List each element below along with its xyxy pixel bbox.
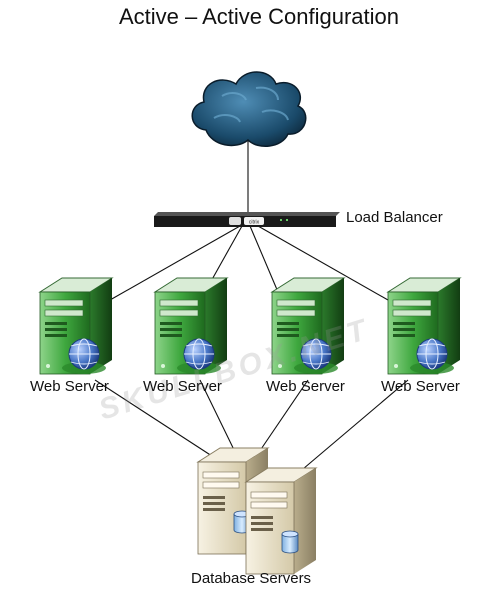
link-server-3-to-db <box>254 379 309 459</box>
web-server-label-4: Web Server <box>381 378 460 395</box>
balancer-brand-badge: citrix <box>249 220 260 226</box>
diagram-title: Active – Active Configuration <box>118 4 400 29</box>
load-balancer-label: Load Balancer <box>346 209 443 226</box>
web-server-icon-3 <box>270 277 346 375</box>
link-balancer-to-server-3 <box>249 225 279 293</box>
database-server-icon-2 <box>244 467 318 575</box>
link-balancer-to-server-1 <box>109 225 241 301</box>
link-balancer-to-server-4 <box>257 225 389 301</box>
internet-cloud-icon <box>191 71 307 147</box>
connection-lines <box>94 140 409 481</box>
web-server-label-3: Web Server <box>266 378 345 395</box>
link-server-1-to-db <box>94 379 216 459</box>
web-server-label-2: Web Server <box>143 378 222 395</box>
web-server-icon-2 <box>153 277 229 375</box>
load-balancer-icon: citrix <box>154 212 340 227</box>
database-servers-label: Database Servers <box>191 570 312 587</box>
link-server-4-to-db <box>289 379 409 481</box>
web-server-icon-1 <box>38 277 114 375</box>
web-server-icon-4 <box>386 277 462 375</box>
web-server-label-1: Web Server <box>30 378 109 395</box>
link-server-2-to-db <box>199 379 239 459</box>
